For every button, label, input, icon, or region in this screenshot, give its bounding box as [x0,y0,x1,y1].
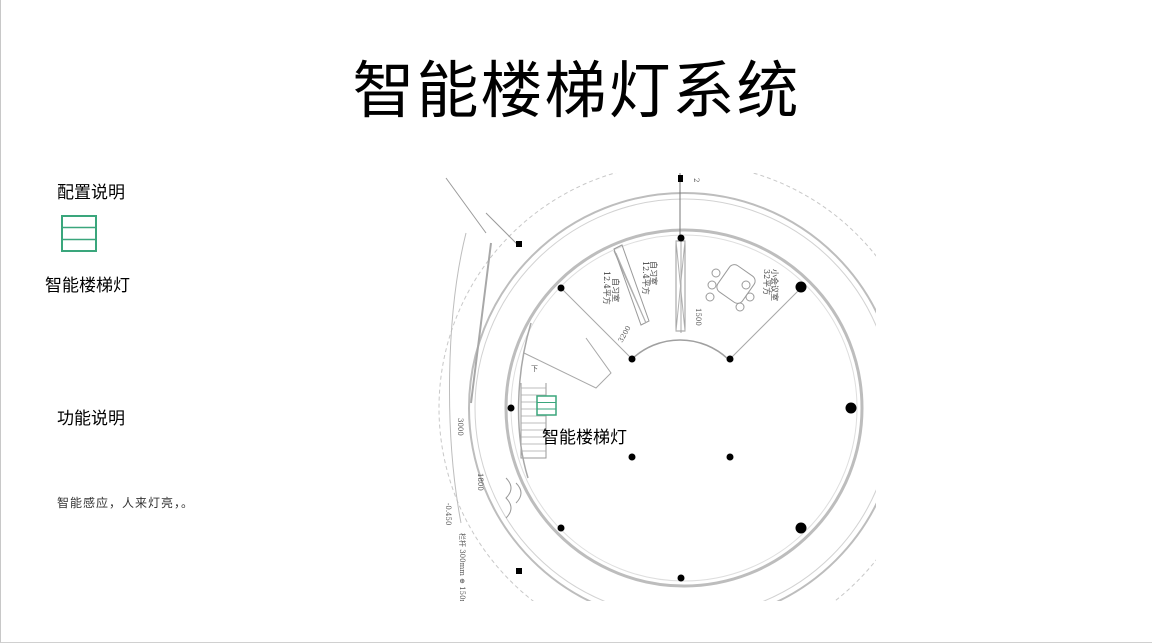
room-label: 小会议室 [770,269,780,301]
room-area: 32平方 [762,269,772,295]
main-ring [504,228,864,588]
stair-light-icon [61,215,97,252]
inner-arc [631,339,729,360]
legend-label: 智能楼梯灯 [45,276,130,296]
room-label: 自习室 [611,278,621,302]
dimension-label: -0.450 [444,503,452,525]
dimension-label: 1500 [694,308,702,326]
outer-wall-inner [474,198,876,601]
function-description: 智能感应，人来灯亮，。 [57,496,195,510]
dimension-label: 3200 [617,325,633,344]
config-heading: 配置说明 [57,183,125,203]
stair-marker: 下 [531,365,538,373]
room-area: 12.4平方 [641,261,651,295]
outer-wall [468,192,876,601]
page-title: 智能楼梯灯系统 [352,54,801,127]
dimension-label: 栏杆 300mm ⊕ 150mm [458,533,467,601]
stair-light-icon [536,395,557,416]
room-area: 12.4平方 [602,271,612,305]
device-label: 智能楼梯灯 [542,428,627,448]
function-heading: 功能说明 [57,409,125,429]
marker-number: 2 [692,178,700,182]
room-label: 自习室 [649,261,659,285]
dimension-label: 1800 [476,473,484,491]
structural-columns [507,175,857,582]
dimension-label: 3000 [456,418,464,436]
floor-plan: 自习室 12.4平方 自习室 12.4平方 小会议室 32平方 2 1500 3… [438,173,876,601]
